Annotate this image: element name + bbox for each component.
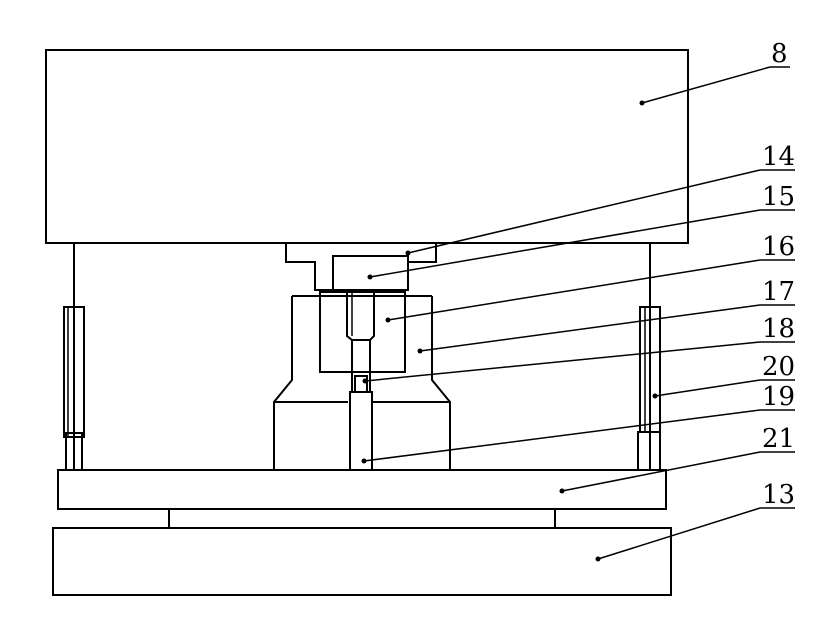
leader-21	[561, 451, 761, 492]
label-8: 8	[771, 39, 788, 69]
dot-14	[405, 250, 411, 256]
label-20: 20	[762, 352, 795, 382]
dot-19	[361, 458, 367, 464]
upper-plate	[45, 49, 689, 244]
dot-8	[639, 100, 645, 106]
dot-21	[559, 488, 565, 494]
label-13: 13	[762, 480, 795, 510]
dot-20	[652, 393, 658, 399]
label-16: 16	[762, 232, 795, 262]
label-15: 15	[762, 182, 795, 212]
label-14: 14	[762, 142, 795, 172]
punch-holder	[285, 243, 437, 291]
base-plate	[52, 527, 672, 596]
dot-18	[362, 378, 368, 384]
leader-14	[407, 169, 761, 254]
dot-16	[385, 317, 391, 323]
leader-17	[419, 304, 761, 352]
rod-tip	[354, 375, 368, 393]
dot-13	[595, 556, 601, 562]
leader-20	[654, 379, 761, 397]
leader-8	[641, 66, 771, 104]
die-body	[273, 295, 451, 470]
leader-13	[597, 507, 761, 560]
punch	[346, 291, 375, 341]
lower-plate	[57, 469, 667, 510]
leader-19	[363, 409, 761, 462]
label-21: 21	[762, 424, 795, 454]
label-19: 19	[762, 382, 795, 412]
die-insert	[319, 291, 406, 373]
label-17: 17	[762, 277, 795, 307]
punch-block	[332, 255, 409, 291]
dot-17	[417, 348, 423, 354]
leader-18	[364, 341, 761, 382]
leader-16	[387, 259, 761, 321]
leader-15	[369, 209, 761, 278]
ejector-pin	[349, 391, 373, 471]
left-guide-pillar	[63, 306, 85, 438]
dot-15	[367, 274, 373, 280]
label-18: 18	[762, 314, 795, 344]
